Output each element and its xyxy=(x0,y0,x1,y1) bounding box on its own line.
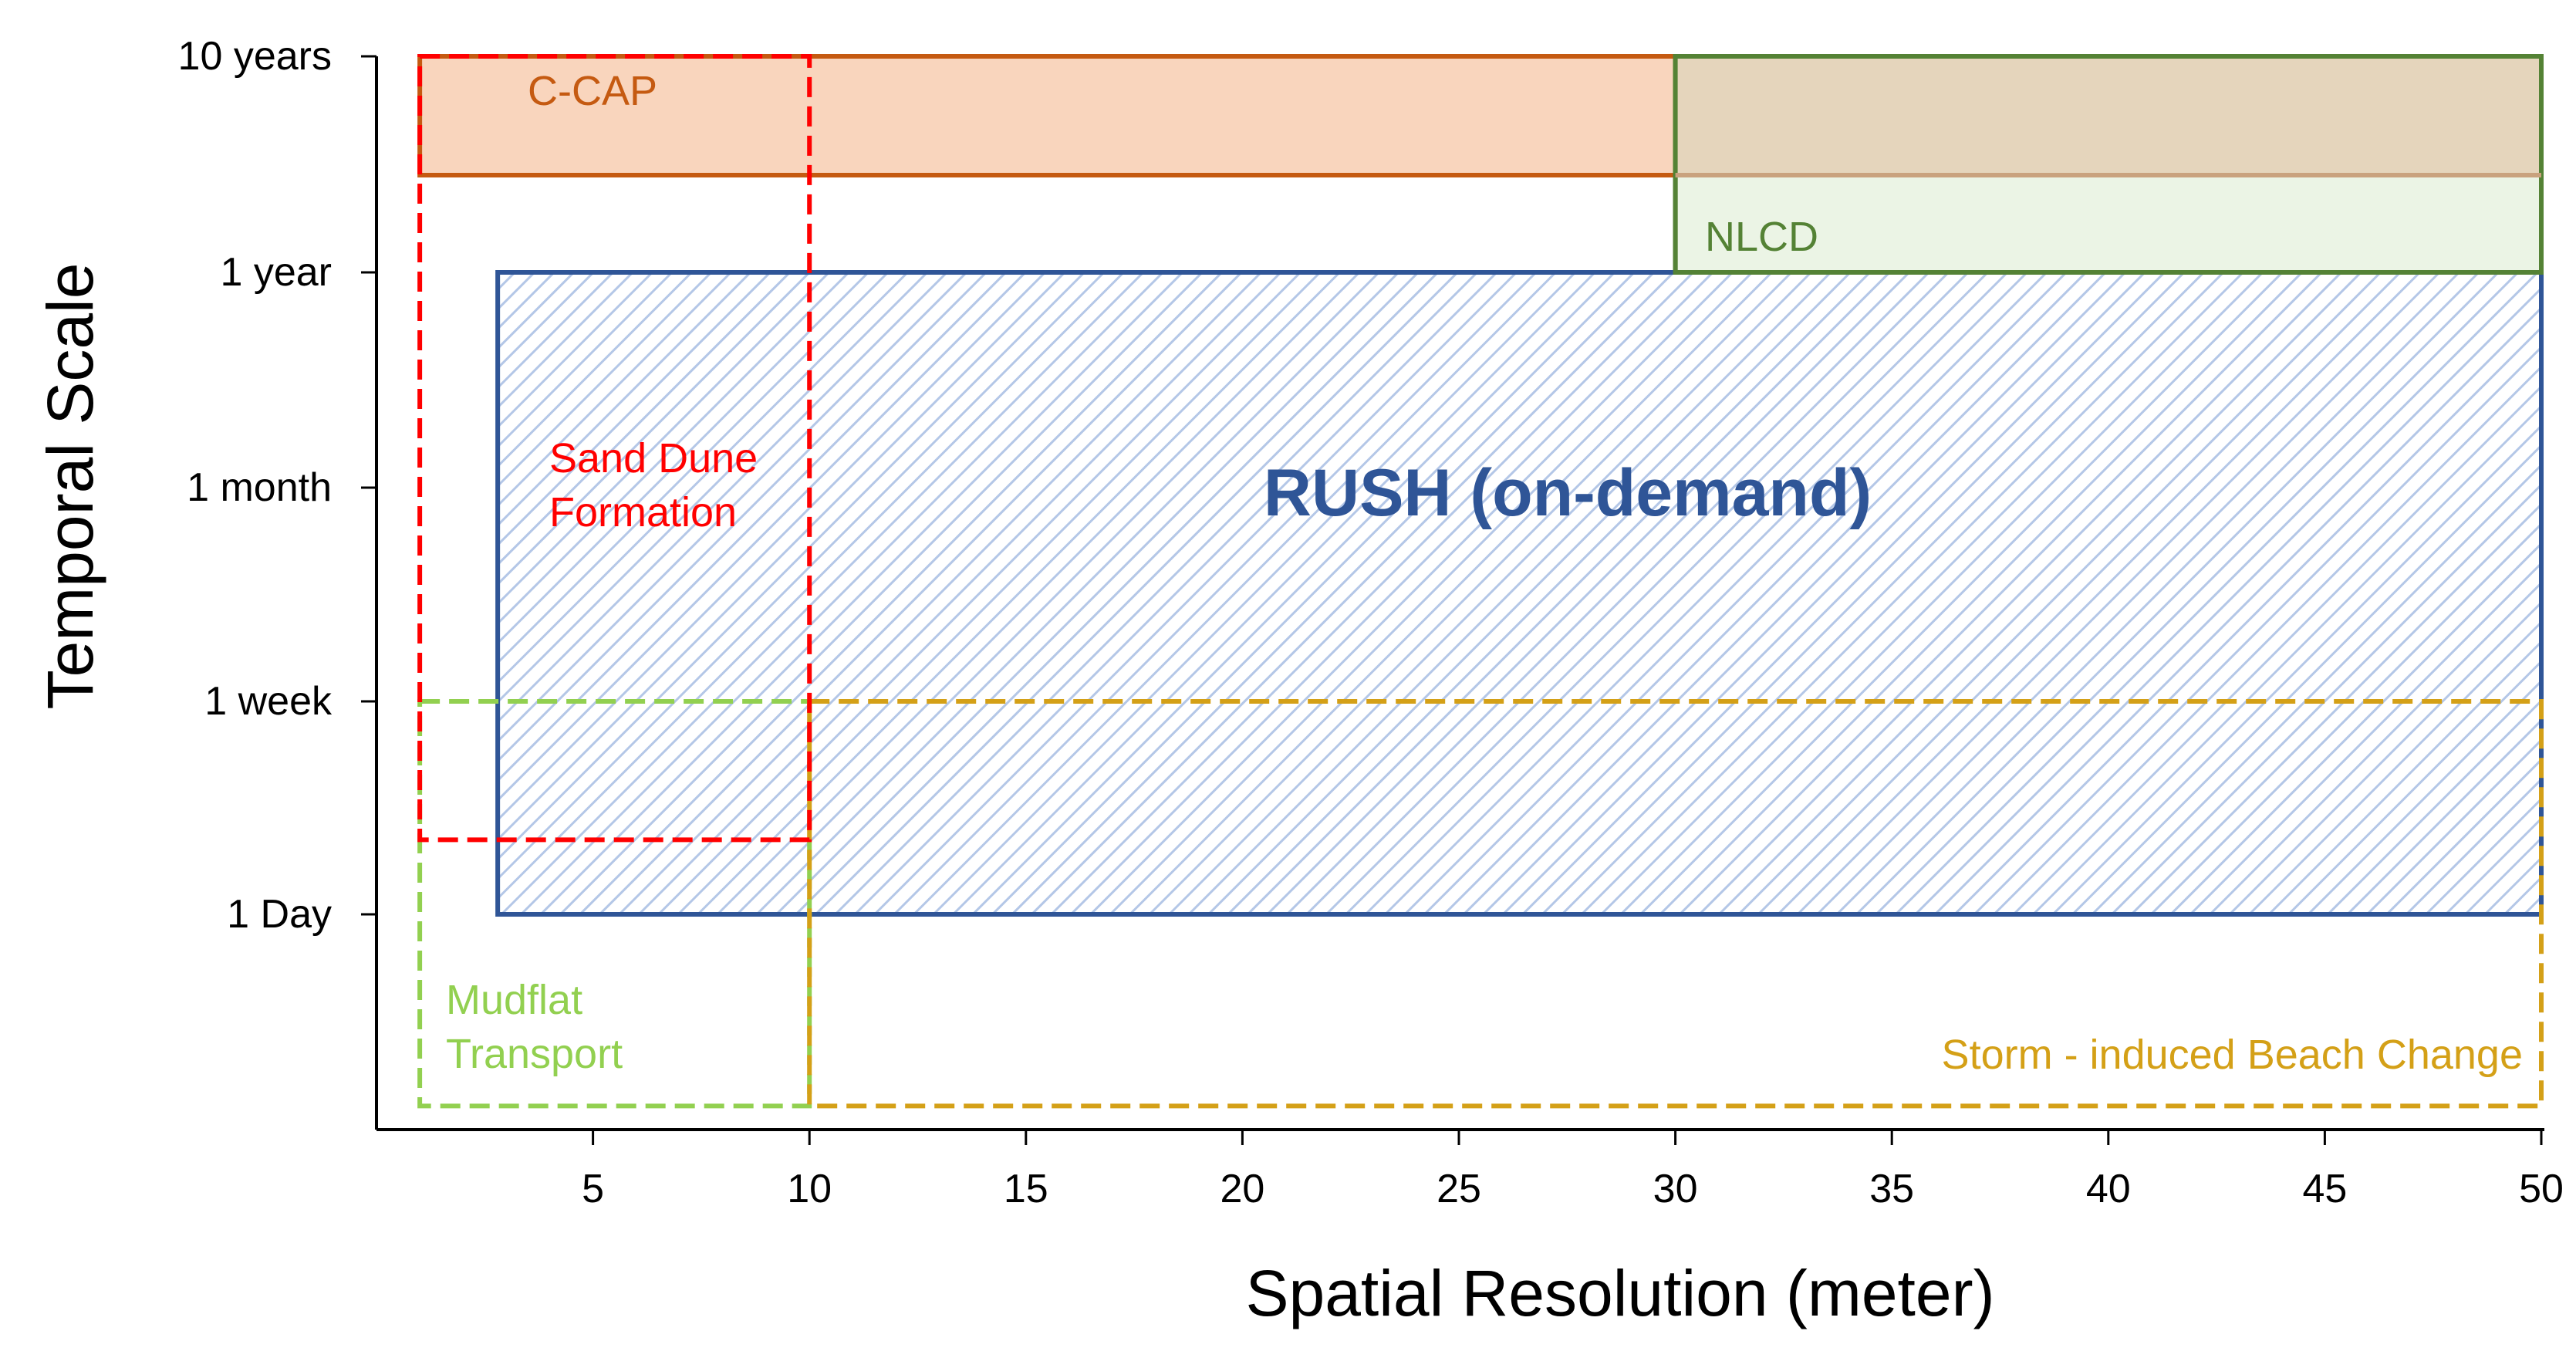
x-tick-label-35: 35 xyxy=(1869,1167,1914,1211)
y-tick-label-1-day: 1 Day xyxy=(227,892,332,937)
storm-beach-label: Storm - induced Beach Change xyxy=(1942,1032,2523,1078)
y-tick-label-1-year: 1 year xyxy=(220,250,332,295)
x-tick-label-5: 5 xyxy=(582,1167,604,1211)
ccap-label: C-CAP xyxy=(528,68,657,114)
sand-dune-region xyxy=(417,54,812,843)
rush-region xyxy=(495,270,2544,917)
x-tick-label-40: 40 xyxy=(2086,1167,2131,1211)
nlcd-outline xyxy=(1673,54,2544,275)
axes-layer xyxy=(375,56,2544,1131)
x-axis-title: Spatial Resolution (meter) xyxy=(1245,1257,1994,1329)
rush-label: RUSH (on-demand) xyxy=(1264,456,1872,530)
y-tick-label-1-week: 1 week xyxy=(204,679,333,724)
x-tick-label-50: 50 xyxy=(2519,1167,2564,1211)
x-tick-label-30: 30 xyxy=(1653,1167,1698,1211)
ticks-layer: 5 10 15 20 25 30 35 40 45 50 1 Day 1 week 1 month 1 y… xyxy=(178,34,2564,1211)
nlcd-label: NLCD xyxy=(1705,214,1818,260)
y-axis-title: Temporal Scale xyxy=(34,263,106,710)
regions-layer xyxy=(417,54,2544,1109)
y-tick-label-10-years: 10 years xyxy=(178,34,332,79)
ccap-nlcd-overlap-region xyxy=(1675,56,2541,175)
mudflat-region xyxy=(417,699,812,1109)
y-tick-label-1-month: 1 month xyxy=(187,465,332,510)
x-tick-label-45: 45 xyxy=(2302,1167,2347,1211)
ccap-region xyxy=(417,54,1678,177)
x-tick-label-20: 20 xyxy=(1220,1167,1264,1211)
x-tick-label-10: 10 xyxy=(787,1167,832,1211)
storm-beach-region xyxy=(807,699,2544,1109)
x-tick-label-15: 15 xyxy=(1004,1167,1048,1211)
x-tick-label-25: 25 xyxy=(1437,1167,1481,1211)
